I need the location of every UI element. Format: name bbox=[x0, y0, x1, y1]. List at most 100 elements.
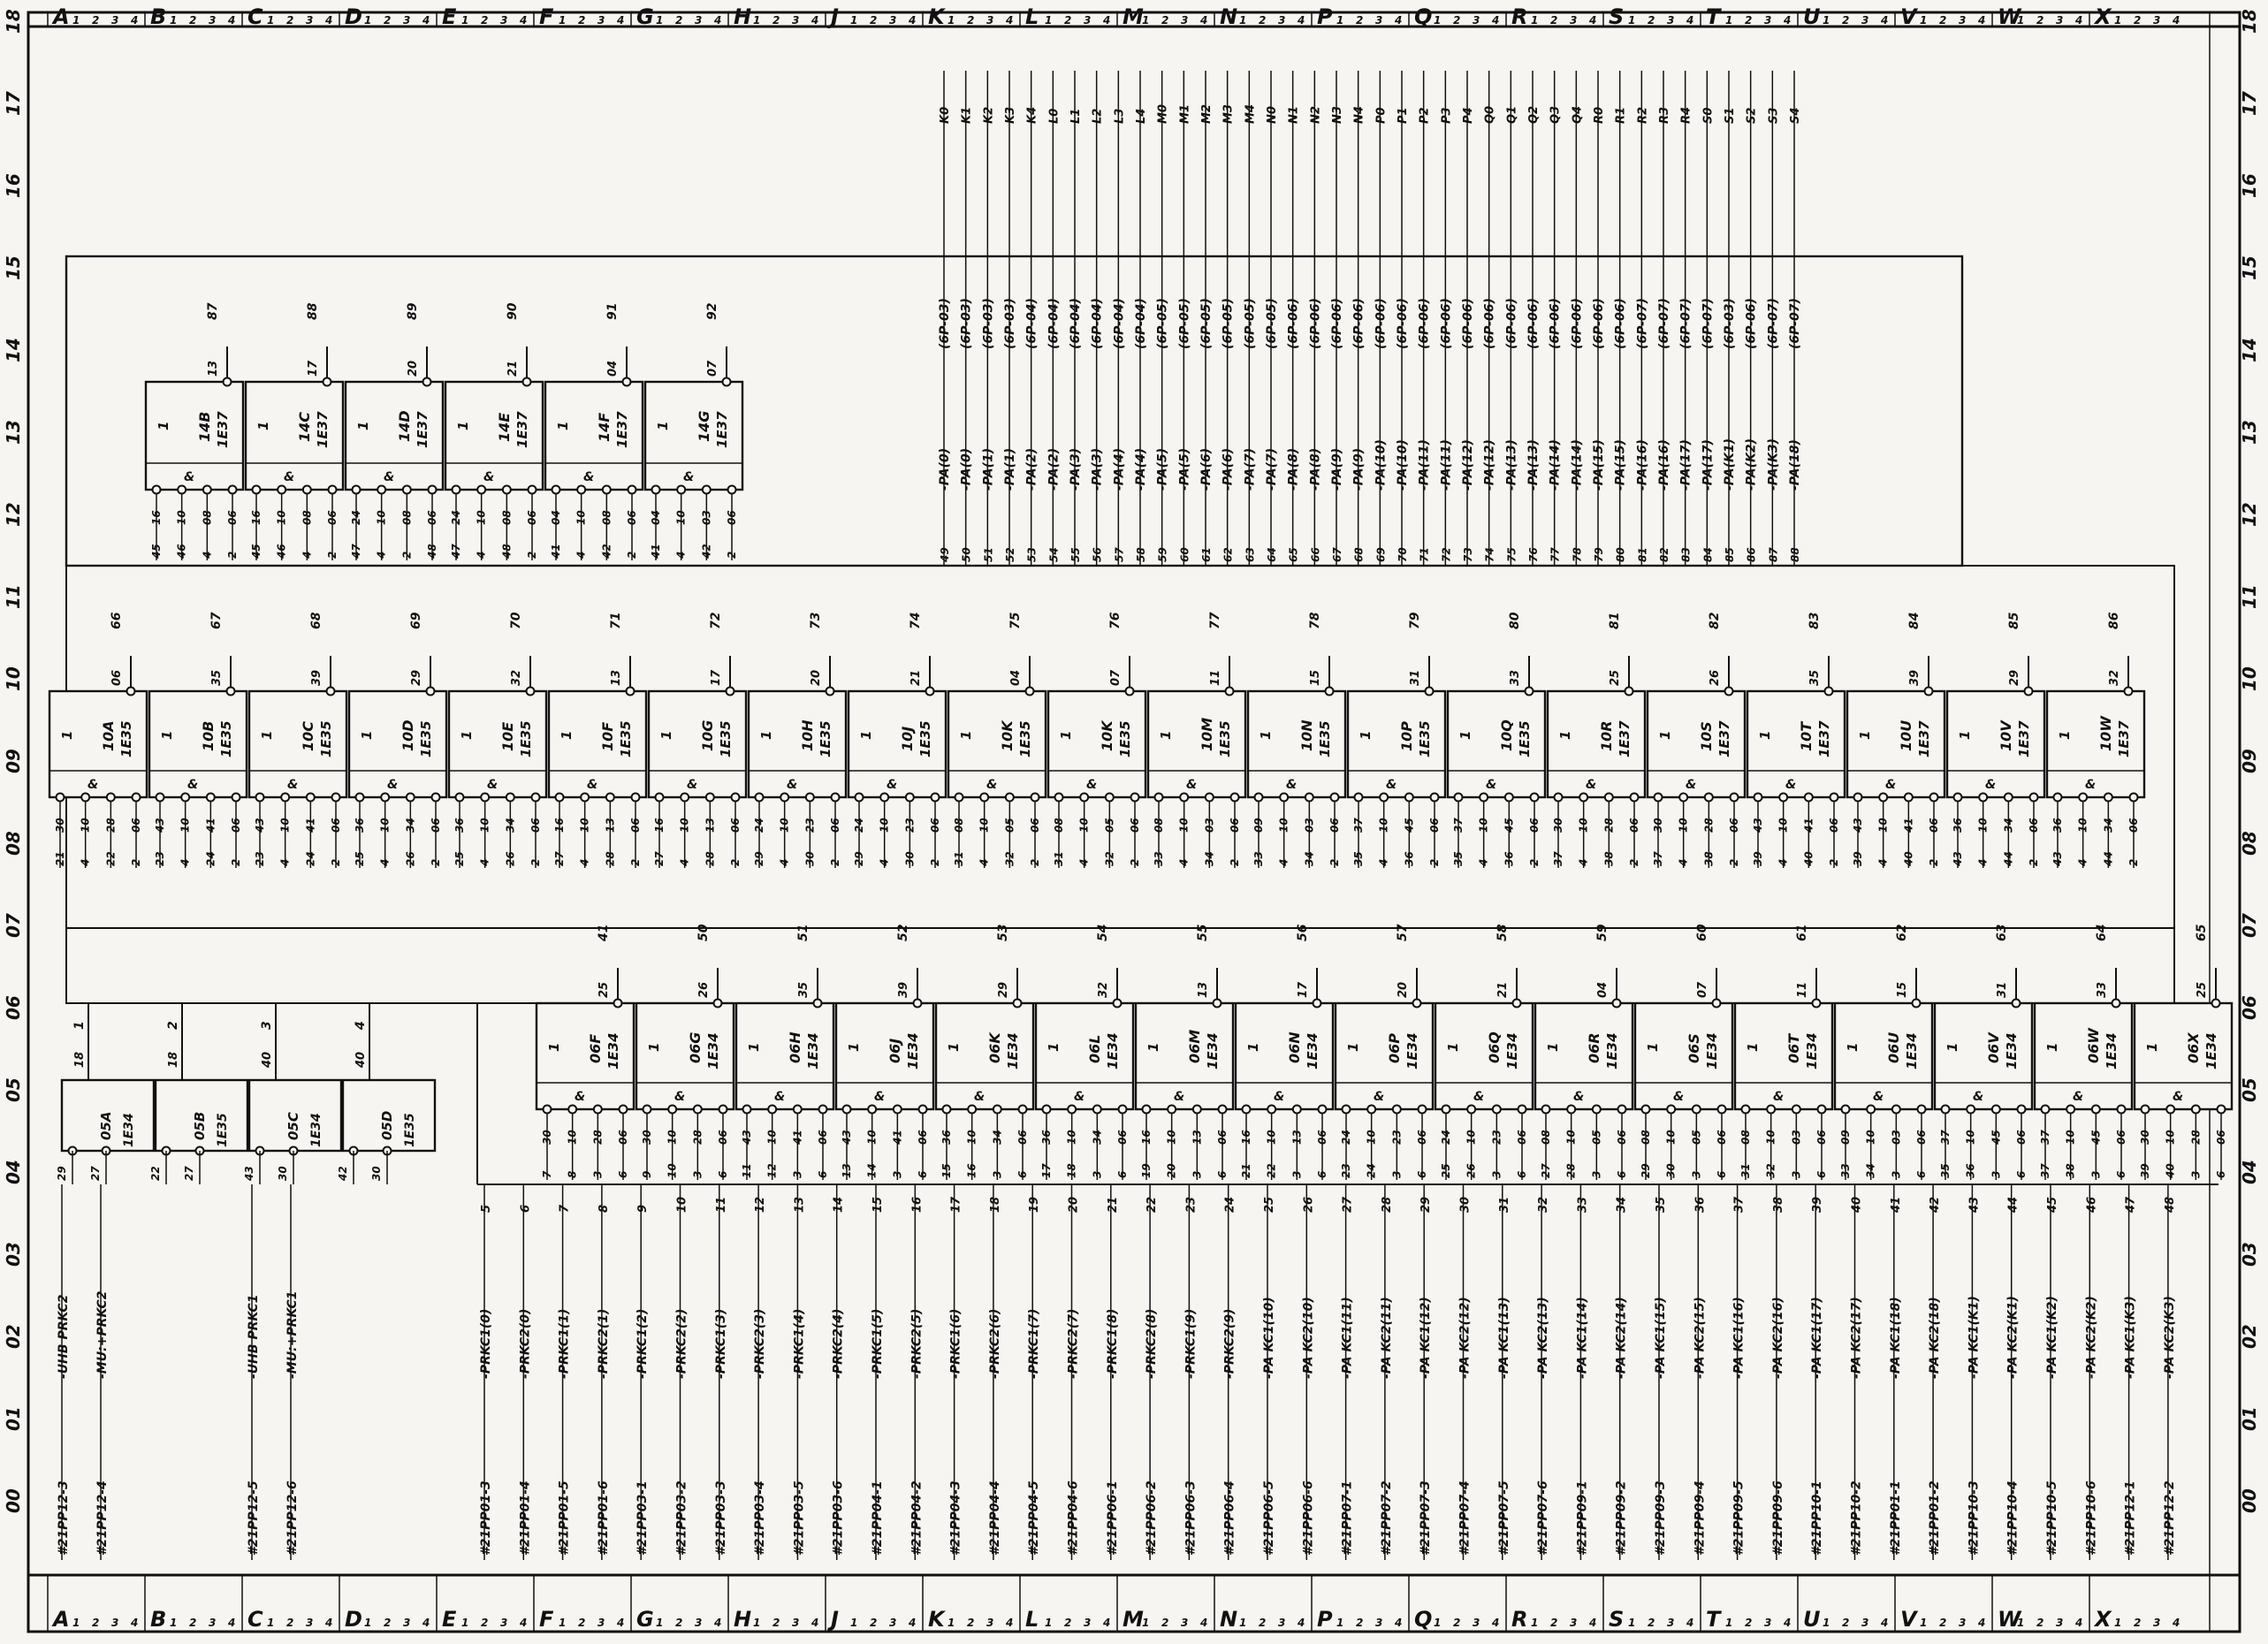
zone-sub-tick: 3 bbox=[209, 14, 216, 27]
zone-sub-tick: 2 bbox=[2134, 1617, 2141, 1629]
and-symbol: & bbox=[774, 1090, 785, 1104]
signal-name: -PA KC1(K3) bbox=[2124, 1296, 2138, 1379]
pin-dot bbox=[1579, 792, 1589, 803]
gate-id: 06Q bbox=[1486, 1031, 1503, 1063]
gate-id: 10C bbox=[300, 721, 316, 751]
output-net-number: 75 bbox=[1008, 612, 1023, 629]
input-pin-number: 10 bbox=[2065, 1130, 2077, 1145]
gate-body bbox=[247, 1078, 343, 1153]
connector-pin: R2 bbox=[1636, 107, 1649, 124]
output-pin-number: 04 bbox=[1009, 670, 1023, 686]
and-symbol: & bbox=[2085, 778, 2096, 792]
input-net-label: 18 bbox=[1066, 1163, 1078, 1178]
signal-ref: #21PP03-5 bbox=[792, 1480, 806, 1556]
pin-dot bbox=[277, 484, 287, 495]
zone-sub-tick: 2 bbox=[481, 1617, 488, 1629]
zone-sub-tick: 4 bbox=[2172, 14, 2180, 27]
input-pin-number: 06 bbox=[717, 1130, 729, 1145]
input-net-label: 6 bbox=[1915, 1171, 1928, 1178]
input-pin-number: 41 bbox=[1802, 818, 1815, 833]
zone-sub-tick: 1 bbox=[1142, 14, 1149, 27]
zone-sub-tick: 4 bbox=[1588, 14, 1596, 27]
input-net-label: 34 bbox=[1865, 1163, 1877, 1178]
signal-ref: #21PP07-4 bbox=[1458, 1480, 1473, 1556]
input-net-label: 2 bbox=[326, 552, 339, 559]
input-pin-number: 05 bbox=[1690, 1130, 1702, 1145]
pin-dot bbox=[351, 484, 362, 495]
gate-id: 06H bbox=[787, 1031, 803, 1063]
pin-dot bbox=[627, 484, 637, 495]
pin-dot bbox=[430, 792, 441, 803]
pin-dot bbox=[1952, 792, 1963, 803]
zone-sub-tick: 3 bbox=[1375, 14, 1382, 27]
gate-symbol: 1 bbox=[1745, 1043, 1761, 1052]
connector-pin: L1 bbox=[1069, 109, 1083, 124]
and-symbol: & bbox=[1274, 1090, 1284, 1104]
zone-sub-tick: 2 bbox=[286, 1617, 293, 1629]
input-net-label: 3 bbox=[1890, 1171, 1902, 1178]
input-net-label: 2 bbox=[726, 552, 738, 559]
zone-letter-top: V bbox=[1900, 4, 1919, 29]
input-pin-number: 36 bbox=[1040, 1130, 1053, 1145]
input-pin-number: 43 bbox=[154, 818, 166, 833]
input-pin-number: 06 bbox=[1516, 1130, 1528, 1145]
input-net-label: 4 bbox=[779, 859, 791, 867]
zone-sub-tick: 2 bbox=[1161, 14, 1168, 27]
gate-symbol: 1 bbox=[1757, 731, 1773, 740]
row-number-right: 12 bbox=[2239, 502, 2260, 527]
signal-ref: #21PP03-1 bbox=[635, 1480, 650, 1556]
pin-dot bbox=[1079, 792, 1090, 803]
zone-sub-tick: 4 bbox=[616, 14, 624, 27]
zone-letter-bottom: J bbox=[827, 1607, 839, 1632]
zone-sub-tick: 1 bbox=[1823, 1617, 1830, 1629]
signal-ref: #21PP10-2 bbox=[1850, 1480, 1864, 1556]
input-pin-number: 06 bbox=[1029, 818, 1041, 833]
pin-dot bbox=[551, 484, 561, 495]
zone-sub-tick: 1 bbox=[1434, 14, 1441, 27]
signal-name: -PA KC1(14) bbox=[1575, 1297, 1589, 1379]
input-net-label: 3 bbox=[591, 1171, 604, 1178]
input-net-label: 45 bbox=[150, 544, 163, 559]
signal-ref: #21PP07-6 bbox=[1536, 1480, 1550, 1556]
zone-sub-tick: 3 bbox=[792, 14, 799, 27]
zone-sub-tick: 2 bbox=[2036, 14, 2043, 27]
output-net-number: 50 bbox=[696, 924, 711, 941]
input-pin-number: 34 bbox=[2002, 818, 2014, 833]
and-symbol: & bbox=[787, 778, 797, 792]
zone-letter-bottom: C bbox=[247, 1607, 263, 1632]
signal-ref: (6P-04) bbox=[1112, 298, 1126, 349]
connector-pin: P2 bbox=[1419, 107, 1432, 124]
signal-ref: #21PP06-2 bbox=[1145, 1480, 1159, 1556]
signal-name: -PA KC2(11) bbox=[1380, 1297, 1394, 1379]
input-net-label: 23 bbox=[1340, 1163, 1352, 1178]
input-pin-number: 06 bbox=[1229, 818, 1241, 833]
pin-dot bbox=[2040, 1104, 2051, 1115]
input-pin-number: 10 bbox=[766, 1130, 779, 1145]
row-number-left: 11 bbox=[3, 584, 24, 609]
zone-sub-tick: 1 bbox=[1920, 1617, 1927, 1629]
gate-type: 1E37 bbox=[2016, 720, 2032, 757]
signal-ref: (6P-06) bbox=[1418, 298, 1432, 349]
output-pin-number: 21 bbox=[1496, 982, 1510, 998]
input-net-label: 2 bbox=[226, 552, 239, 559]
input-pin-number: 34 bbox=[504, 818, 516, 833]
gate-symbol: 1 bbox=[59, 731, 75, 740]
gate-symbol: 1 bbox=[546, 1043, 562, 1052]
gate-body bbox=[2045, 689, 2146, 799]
pin-dot bbox=[917, 1104, 928, 1115]
input-net-label: 4 bbox=[579, 859, 591, 867]
input-net-label: 36 bbox=[1503, 851, 1515, 866]
gate-symbol: 1 bbox=[159, 731, 175, 740]
output-pin-number: 20 bbox=[407, 361, 420, 377]
and-symbol: & bbox=[187, 778, 198, 792]
zone-sub-tick: 2 bbox=[481, 14, 488, 27]
pin-dot bbox=[1866, 1104, 1876, 1115]
input-pin-number: 22 bbox=[149, 1166, 162, 1181]
input-pin-number: 06 bbox=[1915, 1130, 1928, 1145]
input-pin-number: 10 bbox=[179, 818, 192, 833]
input-pin-number: 24 bbox=[1440, 1130, 1452, 1145]
gate-id: 10D bbox=[400, 719, 416, 751]
